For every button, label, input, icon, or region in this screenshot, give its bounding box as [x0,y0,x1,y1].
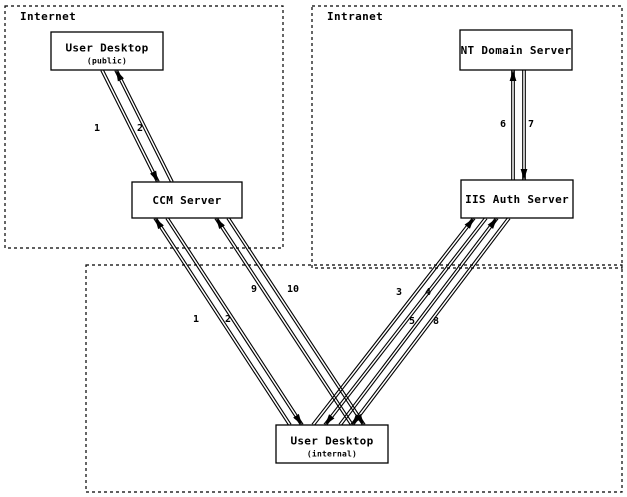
flow-label-flow-8: 8 [433,316,439,327]
node-ccm-server[interactable]: CCM Server [131,181,243,219]
node-user-desktop-internal[interactable]: User Desktop(internal) [275,424,389,464]
flow-label-flow-2-public: 2 [137,123,143,134]
flow-flow-10 [226,216,366,427]
node-box-user-desktop-public[interactable] [50,31,164,71]
flow-stroke-flow-9-1 [216,216,354,425]
flow-label-flow-9: 9 [251,284,257,295]
flow-stroke-flow-3-0 [311,216,474,425]
flow-stroke-flow-2-public-0 [114,70,172,183]
flow-stroke-flow-1-internal-1 [155,216,292,425]
flow-stroke-flow-2-internal-0 [167,216,304,425]
node-user-desktop-public[interactable]: User Desktop(public) [50,31,164,71]
flow-label-flow-5: 5 [409,316,415,327]
flow-flow-1-internal [153,216,292,427]
flow-stroke-flow-10-0 [228,216,366,425]
arrow-head-flow-7 [520,169,528,180]
arrow-head-flow-4 [325,414,335,425]
zone-boundary-internet [4,5,284,249]
flow-label-flow-1-public: 1 [94,123,100,134]
flow-label-flow-7: 7 [528,119,534,130]
arrow-head-flow-1-public [150,170,158,182]
flow-stroke-flow-5-0 [338,216,497,425]
flow-stroke-flow-1-public-1 [100,70,158,183]
flow-stroke-flow-2-internal-1 [165,218,302,427]
flow-stroke-flow-10-1 [226,218,364,427]
node-title-user-desktop-public: User Desktop [65,42,148,55]
arrow-head-flow-1-internal [155,218,164,230]
flow-stroke-flow-3-1 [313,218,476,427]
flow-flow-1-public [100,69,160,183]
flow-stroke-flow-1-internal-0 [153,218,290,427]
node-title-iis-auth-server: IIS Auth Server [465,193,569,206]
flow-flow-4 [323,216,488,427]
arrow-head-flow-3 [464,218,474,229]
flow-flow-7 [520,70,528,180]
flow-flow-3 [311,216,476,427]
node-box-iis-auth-server[interactable] [460,179,574,219]
flow-stroke-flow-4-0 [325,218,488,427]
zone-intranet: Intranet [311,5,623,269]
flow-stroke-flow-8-1 [350,216,509,425]
flow-stroke-flow-4-1 [323,216,486,425]
node-title-nt-domain-server: NT Domain Server [461,44,572,57]
zone-internal-lan [85,264,623,493]
flow-stroke-flow-9-0 [214,218,352,427]
flow-arrows-group [100,69,528,427]
arrow-head-flow-5 [487,218,497,229]
zone-label-intranet: Intranet [327,10,383,23]
node-subtitle-user-desktop-public: (public) [87,56,127,66]
arrow-head-flow-2-public [116,70,124,82]
flow-label-flow-3: 3 [396,287,402,298]
node-box-ccm-server[interactable] [131,181,243,219]
node-box-nt-domain-server[interactable] [459,29,573,71]
flow-labels-group: 1 2 6 7 1 2 9 10 3 4 5 8 [94,119,534,327]
flow-flow-8 [350,216,511,427]
arrow-head-flow-8 [352,414,362,425]
flow-flow-5 [338,216,499,427]
flow-flow-2-public [114,69,174,183]
zone-boundary-intranet [311,5,623,269]
flow-label-flow-4: 4 [425,287,431,298]
flow-stroke-flow-5-1 [340,218,499,427]
flow-label-flow-10: 10 [287,284,299,295]
node-nt-domain-server[interactable]: NT Domain Server [459,29,573,71]
flow-label-flow-1-internal: 1 [193,314,199,325]
node-box-user-desktop-internal[interactable] [275,424,389,464]
flow-stroke-flow-2-public-1 [116,69,174,182]
arrow-head-flow-6 [509,70,517,81]
arrow-head-flow-2-internal [293,413,302,425]
flow-flow-2-internal [165,216,304,427]
arrow-head-flow-9 [216,218,225,230]
zone-internet: Internet [4,5,284,249]
zone-label-internet: Internet [20,10,76,23]
flow-stroke-flow-1-public-0 [102,69,160,182]
node-title-ccm-server: CCM Server [152,194,221,207]
flow-label-flow-2-internal: 2 [225,314,231,325]
flow-label-flow-6: 6 [500,119,506,130]
node-subtitle-user-desktop-internal: (internal) [307,449,357,459]
zone-boundaries-group: Internet Intranet [4,5,623,493]
node-iis-auth-server[interactable]: IIS Auth Server [460,179,574,219]
flow-flow-9 [214,216,354,427]
flow-flow-6 [509,70,517,180]
flow-stroke-flow-8-0 [352,218,511,427]
node-title-user-desktop-internal: User Desktop [290,435,373,448]
zone-boundary-internal-lan [85,264,623,493]
